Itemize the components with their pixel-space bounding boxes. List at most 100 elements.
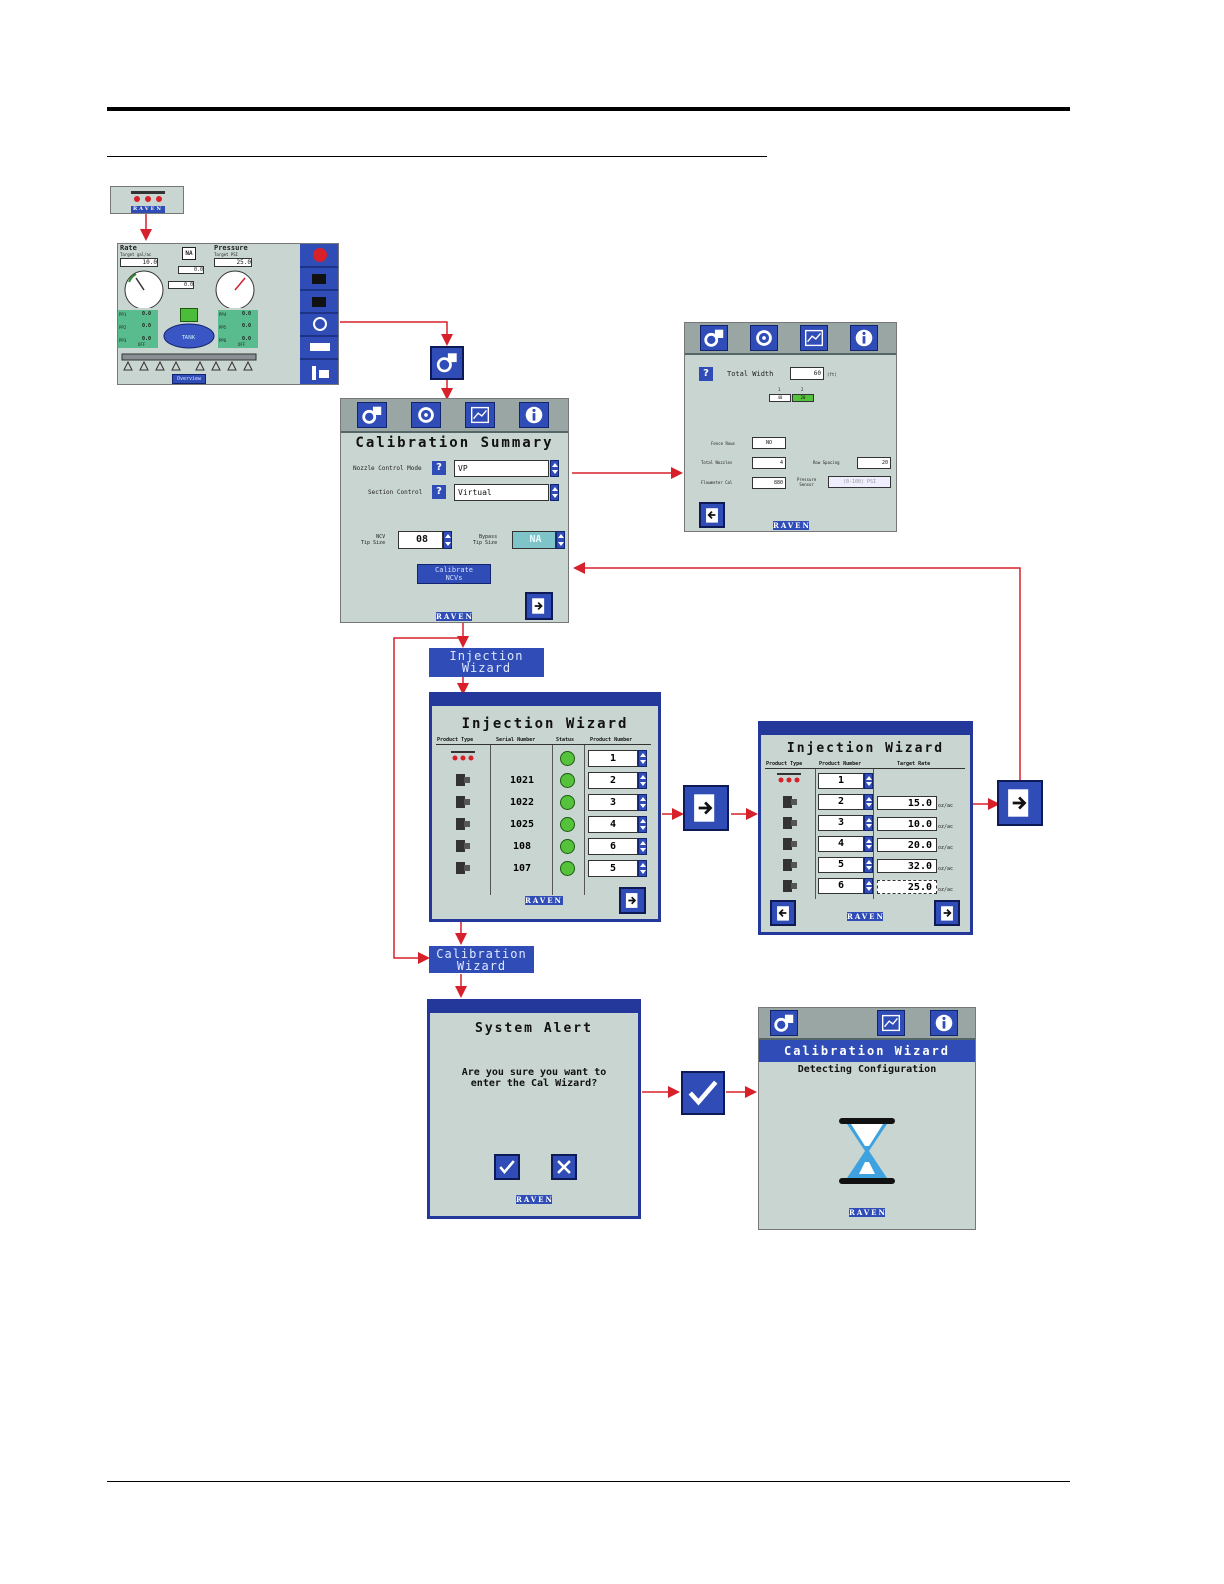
tab-diagnostics[interactable] <box>465 402 495 428</box>
pressure-sub: Target PSI <box>214 252 239 257</box>
product-number-field[interactable]: 3 <box>588 794 638 811</box>
nozzle-mode-spinner[interactable] <box>550 460 559 477</box>
col-divider-1 <box>815 769 816 899</box>
next-page-button[interactable] <box>619 887 646 914</box>
calibrate-ncvs-button[interactable]: Calibrate NCVs <box>417 564 491 584</box>
injection-wizard-screen-1: Injection Wizard Product Type Serial Num… <box>429 692 661 922</box>
ncv-tip-size-field[interactable]: 08 <box>398 531 443 549</box>
section-control-help-button[interactable]: ? <box>432 485 446 499</box>
info-icon <box>525 406 543 424</box>
section-rule <box>107 156 767 157</box>
product-number-field[interactable]: 6 <box>818 878 864 894</box>
pp6-label: PP6 <box>219 338 227 343</box>
tab-calibration[interactable] <box>700 325 728 351</box>
bypass-tip-size-spinner[interactable] <box>556 531 565 549</box>
tab-info[interactable] <box>850 325 878 351</box>
nozzle-status-icon <box>180 308 198 322</box>
calibration-menu-button[interactable] <box>430 346 464 380</box>
diagnostics-chart-icon <box>805 329 823 347</box>
product-number-spinner[interactable] <box>638 816 647 833</box>
product-number-field[interactable]: 3 <box>818 815 864 831</box>
col-divider-2 <box>552 745 553 895</box>
tab-calibration[interactable] <box>357 402 387 428</box>
product-number-spinner[interactable] <box>638 750 647 767</box>
injection-pump-icon <box>456 774 470 786</box>
cal-wizard-tab-bar <box>759 1008 975 1040</box>
ncv-tip-size-spinner[interactable] <box>443 531 452 549</box>
flowmeter-cal-field[interactable]: 880 <box>752 477 786 489</box>
tab-diagnostics[interactable] <box>877 1010 905 1036</box>
tab-info[interactable] <box>930 1010 958 1036</box>
tank-icon: TANK <box>163 323 215 349</box>
product-number-field[interactable]: 2 <box>818 794 864 810</box>
product-number-spinner[interactable] <box>638 860 647 877</box>
product-number-field[interactable]: 1 <box>588 750 638 767</box>
product-number-field[interactable]: 4 <box>588 816 638 833</box>
tab-features[interactable] <box>411 402 441 428</box>
product-number-spinner[interactable] <box>864 878 873 894</box>
target-rate-field[interactable]: 10.0 <box>877 817 937 831</box>
nozzle-mode-field[interactable]: VP <box>454 460 549 477</box>
header-divider <box>765 768 965 769</box>
target-rate-field[interactable]: 32.0 <box>877 859 937 873</box>
product-number-field[interactable]: 1 <box>818 773 864 789</box>
product-number-spinner[interactable] <box>638 838 647 855</box>
calibration-gear-icon <box>436 353 457 373</box>
row-spacing-field[interactable]: 20 <box>857 457 891 469</box>
next-page-button[interactable] <box>683 785 729 831</box>
product-number-field[interactable]: 5 <box>588 860 638 877</box>
section-control-field[interactable]: Virtual <box>454 484 549 501</box>
pp-panel-right: PP4 0.0 PP5 0.0 PP6 0.0 OFF <box>218 310 258 348</box>
total-width-field[interactable]: 60 <box>790 367 824 380</box>
product-number-field[interactable]: 6 <box>588 838 638 855</box>
section-control-spinner[interactable] <box>550 484 559 501</box>
pressure-sensor-field[interactable]: (0-100) PSI <box>828 476 891 488</box>
target-rate-field[interactable]: 20.0 <box>877 838 937 852</box>
section-2-width[interactable]: 20 <box>792 394 814 402</box>
status-indicator <box>560 751 575 766</box>
next-page-button[interactable] <box>525 592 553 620</box>
product-number-field[interactable]: 4 <box>818 836 864 852</box>
tab-features[interactable] <box>750 325 778 351</box>
product-number-spinner[interactable] <box>864 773 873 789</box>
tab-calibration[interactable] <box>770 1010 798 1036</box>
cancel-button[interactable] <box>551 1154 577 1180</box>
injection-pump-icon <box>783 796 797 808</box>
confirm-button[interactable] <box>681 1071 725 1115</box>
target-rate-field[interactable]: 25.0 <box>877 880 937 894</box>
total-width-help-button[interactable]: ? <box>699 367 713 381</box>
product-number-spinner[interactable] <box>864 857 873 873</box>
target-rate-field[interactable]: 15.0 <box>877 796 937 810</box>
status-indicator <box>560 861 575 876</box>
bypass-tip-size-field[interactable]: NA <box>512 531 556 549</box>
injection-wizard-title: Injection Wizard <box>786 741 945 756</box>
run-screen-icon[interactable]: RAVEN <box>110 186 184 214</box>
tab-info[interactable] <box>519 402 549 428</box>
flowmeter-cal-label: Flowmeter Cal <box>701 480 733 485</box>
speed-value: 0.0 <box>178 266 204 274</box>
product-number-spinner[interactable] <box>864 836 873 852</box>
product-number-spinner[interactable] <box>638 772 647 789</box>
confirm-button[interactable] <box>494 1154 520 1180</box>
next-page-icon <box>694 794 715 822</box>
product-number-spinner[interactable] <box>864 794 873 810</box>
previous-page-button[interactable] <box>699 502 725 528</box>
product-number-spinner[interactable] <box>638 794 647 811</box>
nozzle-mode-help-button[interactable]: ? <box>432 461 446 475</box>
next-page-button[interactable] <box>997 780 1043 826</box>
overview-button[interactable]: Overview <box>172 374 206 384</box>
system-alert-screen: System Alert Are you sure you want to en… <box>427 999 641 1219</box>
next-page-button[interactable] <box>934 900 960 926</box>
pp5-value: 0.0 <box>242 323 252 329</box>
product-number-field[interactable]: 2 <box>588 772 638 789</box>
product-number-spinner[interactable] <box>864 815 873 831</box>
tab-diagnostics[interactable] <box>800 325 828 351</box>
boom-icon <box>131 191 165 202</box>
previous-page-button[interactable] <box>770 900 796 926</box>
pressure-target[interactable]: 25.0 <box>214 258 252 267</box>
fence-rows-field[interactable]: NO <box>752 437 786 449</box>
total-nozzles-field[interactable]: 4 <box>752 457 786 469</box>
rate-target[interactable]: 10.0 <box>120 258 158 267</box>
product-number-field[interactable]: 5 <box>818 857 864 873</box>
section-1-width[interactable]: 40 <box>769 394 791 402</box>
